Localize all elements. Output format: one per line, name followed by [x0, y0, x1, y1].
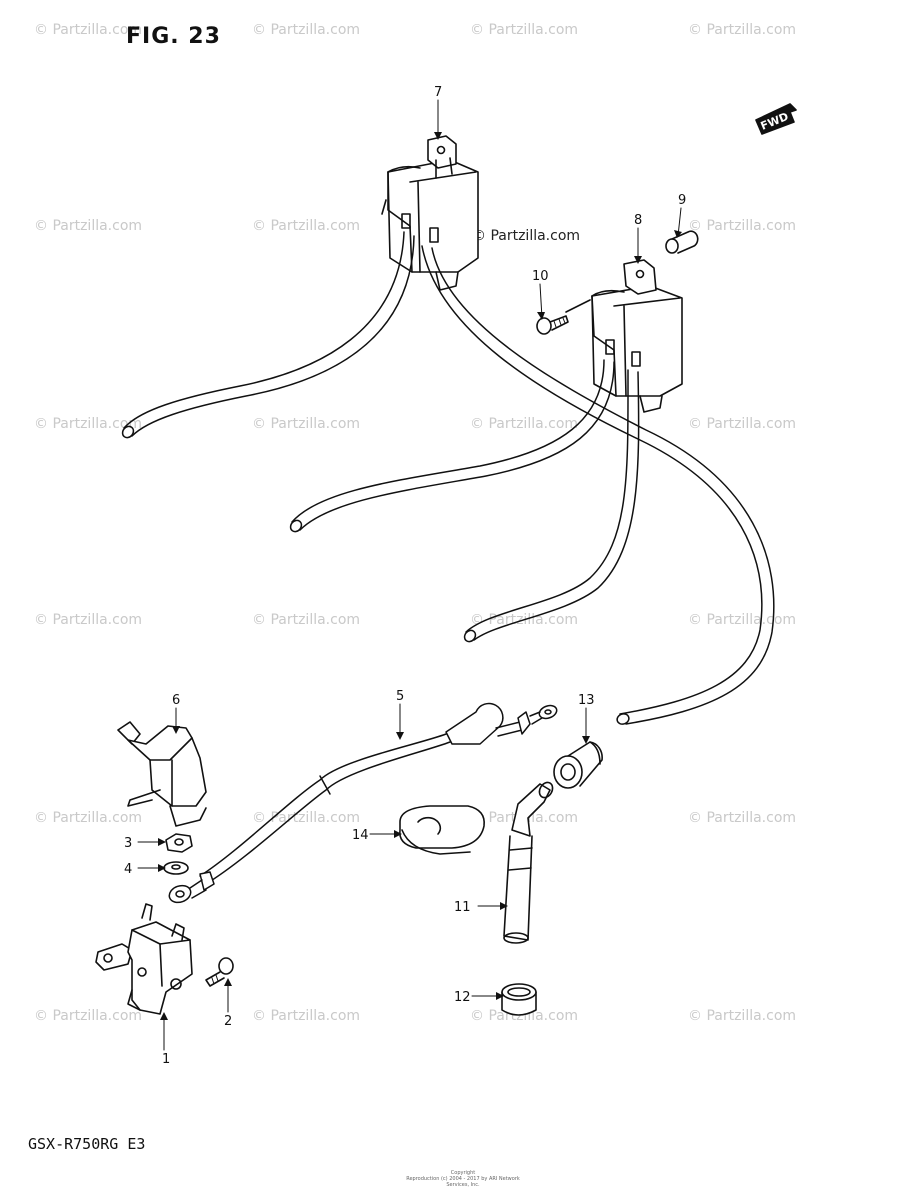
watermark: © Partzilla.com — [688, 416, 797, 432]
callout-6: 6 — [172, 693, 180, 708]
watermark: © Partzilla.com — [34, 1008, 143, 1024]
callout-13: 13 — [578, 693, 595, 708]
fwd-arrow-icon — [755, 103, 797, 135]
part-5-ground-lead[interactable] — [167, 702, 559, 905]
watermark: © Partzilla.com — [34, 22, 143, 38]
callout-2: 2 — [224, 1014, 232, 1029]
part-6-boot[interactable] — [117, 721, 207, 827]
watermark: © Partzilla.com — [34, 612, 143, 628]
callout-10: 10 — [532, 269, 549, 284]
model-code: GSX-R750RG E3 — [28, 1135, 146, 1153]
watermark: © Partzilla.com — [688, 22, 797, 38]
high-tension-leads — [121, 231, 775, 725]
watermark: © Partzilla.com — [34, 810, 143, 826]
watermark: © Partzilla.com — [252, 416, 361, 432]
watermark: © Partzilla.com — [688, 1008, 797, 1024]
callout-8: 8 — [634, 213, 642, 228]
part-10-screw[interactable] — [536, 315, 569, 335]
part-2-bolt[interactable] — [205, 957, 234, 987]
watermark: © Partzilla.com — [688, 810, 797, 826]
part-11-plug-lead[interactable] — [503, 780, 555, 944]
callout-numbers: 1 2 3 4 5 6 7 8 9 10 11 12 13 14 — [124, 85, 686, 1067]
watermark: © Partzilla.com — [470, 416, 579, 432]
watermark: © Partzilla.com — [252, 218, 361, 234]
ignition-coil-8[interactable] — [565, 259, 683, 413]
callout-14: 14 — [352, 828, 369, 843]
part-14-grommet[interactable] — [399, 805, 485, 855]
watermark: © Partzilla.com — [252, 22, 361, 38]
callout-7: 7 — [434, 85, 442, 100]
watermark: © Partzilla.com — [252, 1008, 361, 1024]
footer-line-2: Reproduction (c) 2004 - 2017 by ARI Netw… — [406, 1176, 520, 1188]
part-9-sleeve[interactable] — [665, 230, 699, 254]
callout-5: 5 — [396, 689, 404, 704]
callout-1: 1 — [162, 1052, 170, 1067]
callout-3: 3 — [124, 836, 132, 851]
watermark: © Partzilla.com — [252, 810, 361, 826]
part-13-bushing[interactable] — [553, 741, 603, 789]
figure-title: FIG. 23 — [126, 24, 221, 49]
watermark: © Partzilla.com — [34, 416, 143, 432]
callout-4: 4 — [124, 862, 132, 877]
part-4-washer[interactable] — [163, 861, 189, 875]
footer-line-1: Copyright — [450, 1170, 476, 1176]
callout-9: 9 — [678, 193, 686, 208]
partzilla-copyright: © Partzilla.com — [472, 228, 581, 244]
watermark: © Partzilla.com — [470, 1008, 579, 1024]
footer-copyright: Copyright Reproduction (c) 2004 - 2017 b… — [398, 1170, 528, 1188]
watermark: © Partzilla.com — [252, 612, 361, 628]
part-12-collar[interactable] — [501, 983, 537, 1016]
part-1-bracket[interactable] — [95, 903, 193, 1015]
callout-12: 12 — [454, 990, 471, 1005]
watermark: © Partzilla.com — [688, 218, 797, 234]
callout-11: 11 — [454, 900, 471, 915]
ignition-coil-7[interactable] — [381, 135, 479, 291]
watermark: © Partzilla.com — [470, 22, 579, 38]
part-3-nut[interactable] — [165, 833, 193, 853]
watermark: © Partzilla.com — [688, 612, 797, 628]
watermark: © Partzilla.com — [34, 218, 143, 234]
leader-arrowheads — [158, 132, 682, 1020]
